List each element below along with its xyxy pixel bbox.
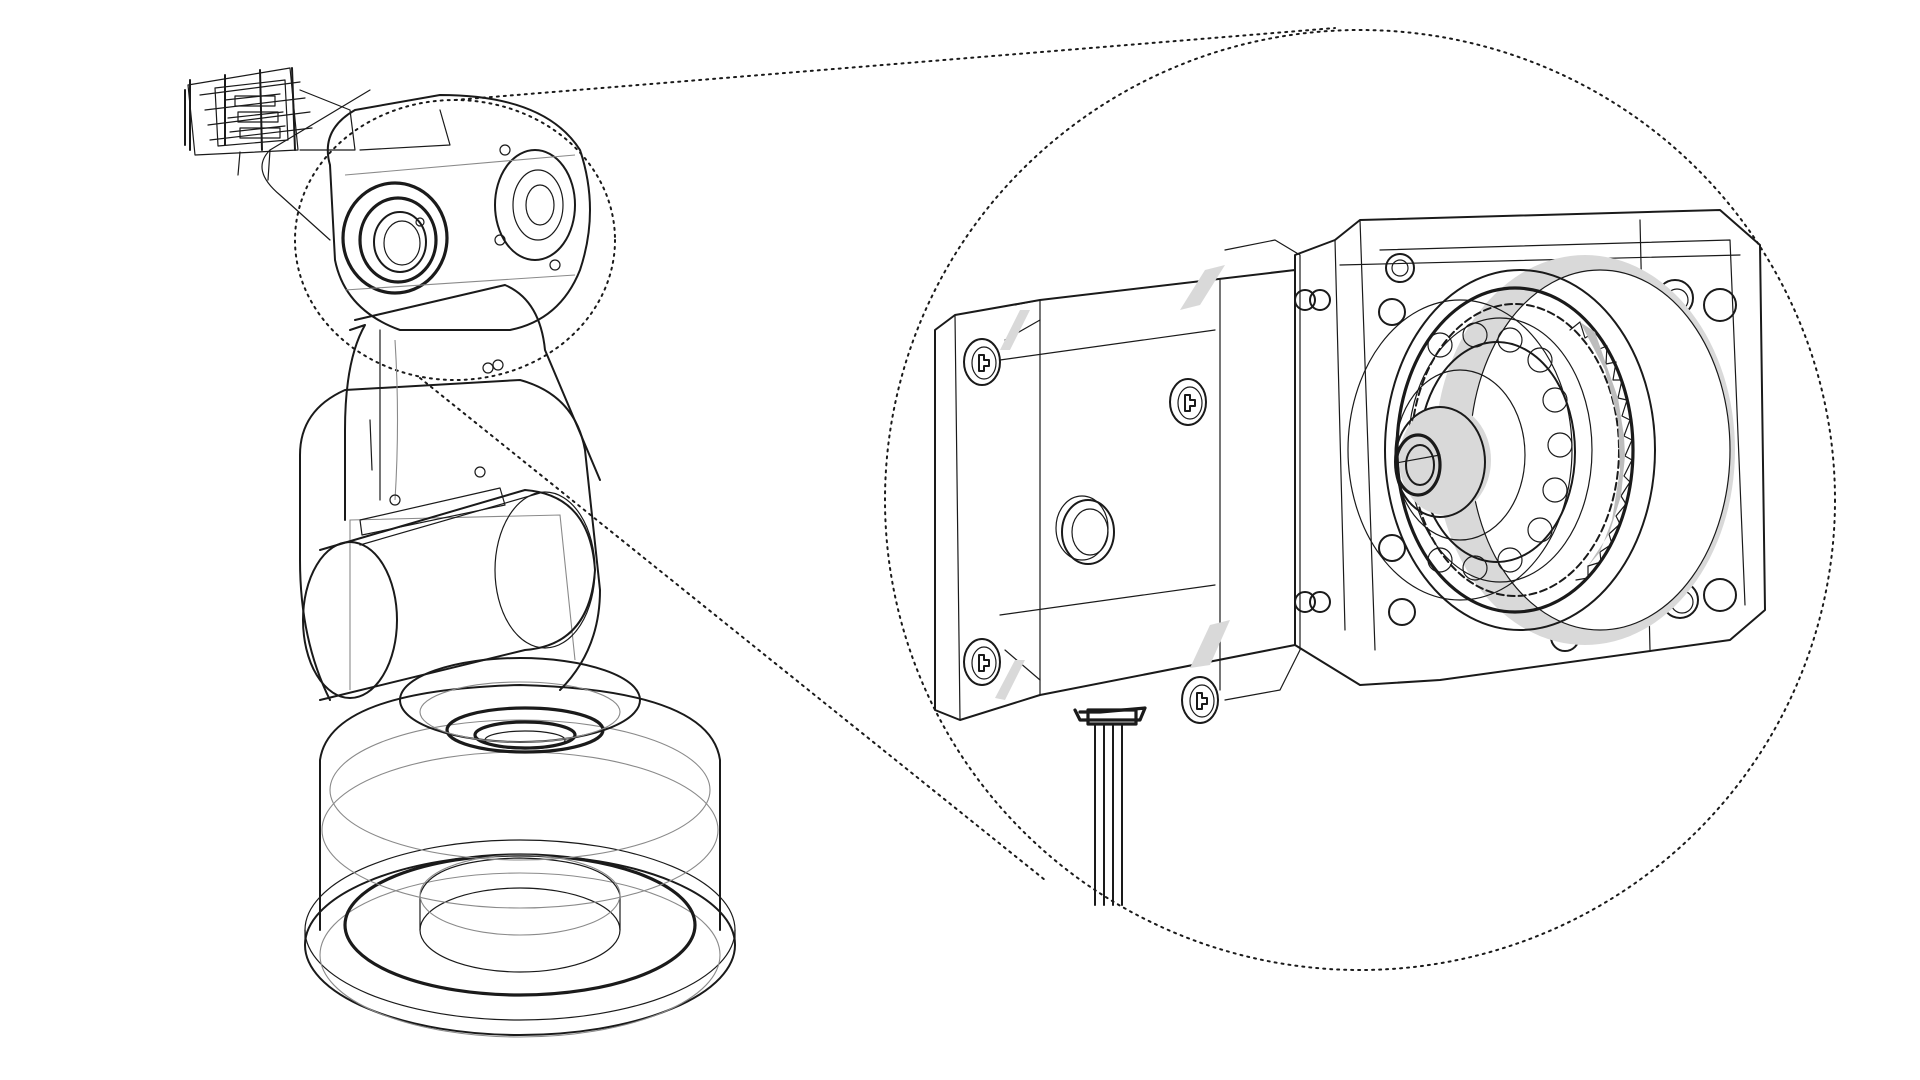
output-shaft xyxy=(1394,369,1526,541)
upper-arm-link xyxy=(344,284,601,536)
ring-gear xyxy=(1347,255,1735,645)
detail-view-circle xyxy=(884,29,1836,971)
screw-bottom-left xyxy=(963,638,1001,686)
connector-pins xyxy=(1073,706,1147,906)
wrist-joint xyxy=(261,89,591,331)
gripper xyxy=(184,67,356,181)
detail-view xyxy=(934,209,1766,906)
base-plate xyxy=(304,839,736,1038)
mounting-screws xyxy=(963,338,1219,724)
screw-bottom-right xyxy=(1181,676,1219,724)
callout-top-line xyxy=(454,27,1336,101)
base-dome xyxy=(319,657,721,997)
screw-top-right xyxy=(1169,378,1207,426)
screw-top-left xyxy=(963,338,1001,386)
callout-bottom-line xyxy=(419,377,1046,881)
elbow-joint xyxy=(302,489,596,701)
callout-lines xyxy=(294,27,1836,971)
stepper-motor xyxy=(934,239,1301,721)
robot-arm xyxy=(184,67,736,1038)
